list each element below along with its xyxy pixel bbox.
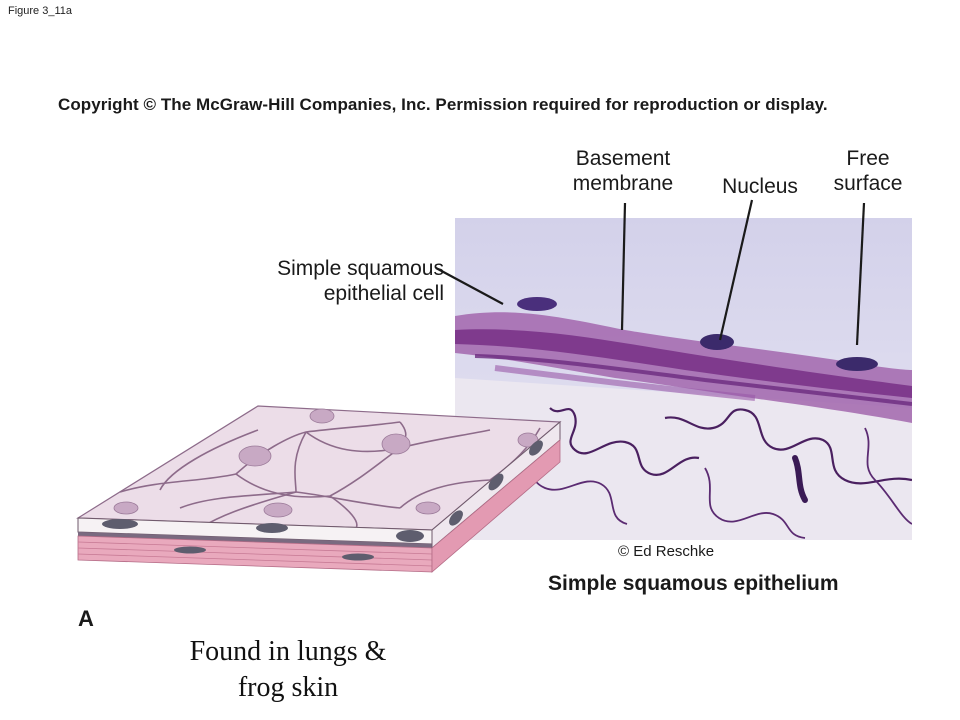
block-front-nuclei — [102, 519, 424, 542]
label-basement-line2: membrane — [572, 172, 674, 195]
label-nucleus: Nucleus — [722, 175, 798, 198]
block-cell-borders — [119, 421, 541, 529]
slide-label: Figure 3_11a — [8, 5, 73, 17]
label-squamous-cell: Simple squamous epithelial cell — [212, 256, 444, 306]
block-connective-nuclei — [174, 546, 374, 561]
label-cell-line2: epithelial cell — [323, 282, 444, 305]
block-basement-membrane — [78, 532, 432, 548]
label-free-line2: surface — [833, 172, 903, 195]
block-top-nuclei — [113, 408, 539, 518]
micrograph-nucleus-2 — [700, 334, 734, 350]
micrograph-wavy-fiber-1 — [549, 407, 700, 476]
epithelium-block-drawing — [76, 405, 562, 573]
micrograph-nucleus-1 — [517, 297, 557, 311]
block-side-connective — [431, 439, 561, 573]
copyright-notice: Copyright © The McGraw-Hill Companies, I… — [58, 95, 828, 114]
location-note-line1: Found in lungs & — [189, 636, 387, 667]
micrograph-lower-tissue — [455, 378, 912, 540]
panel-letter: A — [78, 606, 94, 631]
location-note-line2: frog skin — [237, 672, 339, 703]
tissue-title: Simple squamous epithelium — [548, 572, 839, 595]
label-basement-membrane: Basement membrane — [548, 146, 698, 196]
micrograph-wavy-fiber-5 — [864, 427, 912, 525]
micrograph-nucleus-3 — [836, 357, 878, 371]
label-free-line1: Free — [846, 147, 890, 170]
micrograph-basement-membrane — [455, 329, 912, 398]
micrograph-wavy-fiber-2 — [664, 408, 912, 485]
micrograph-fiber-band — [474, 354, 912, 406]
micrograph-dark-cell — [792, 455, 808, 503]
label-free-surface: Free surface — [818, 146, 918, 196]
photo-credit: © Ed Reschke — [618, 543, 715, 560]
label-cell-line1: Simple squamous — [277, 257, 444, 280]
micrograph-fiber-band-2 — [494, 365, 756, 401]
location-note: Found in lungs & frog skin — [150, 634, 426, 706]
block-side-nuclei — [449, 440, 543, 526]
micrograph-wavy-fiber-4 — [704, 467, 806, 539]
label-basement-line1: Basement — [575, 147, 671, 170]
